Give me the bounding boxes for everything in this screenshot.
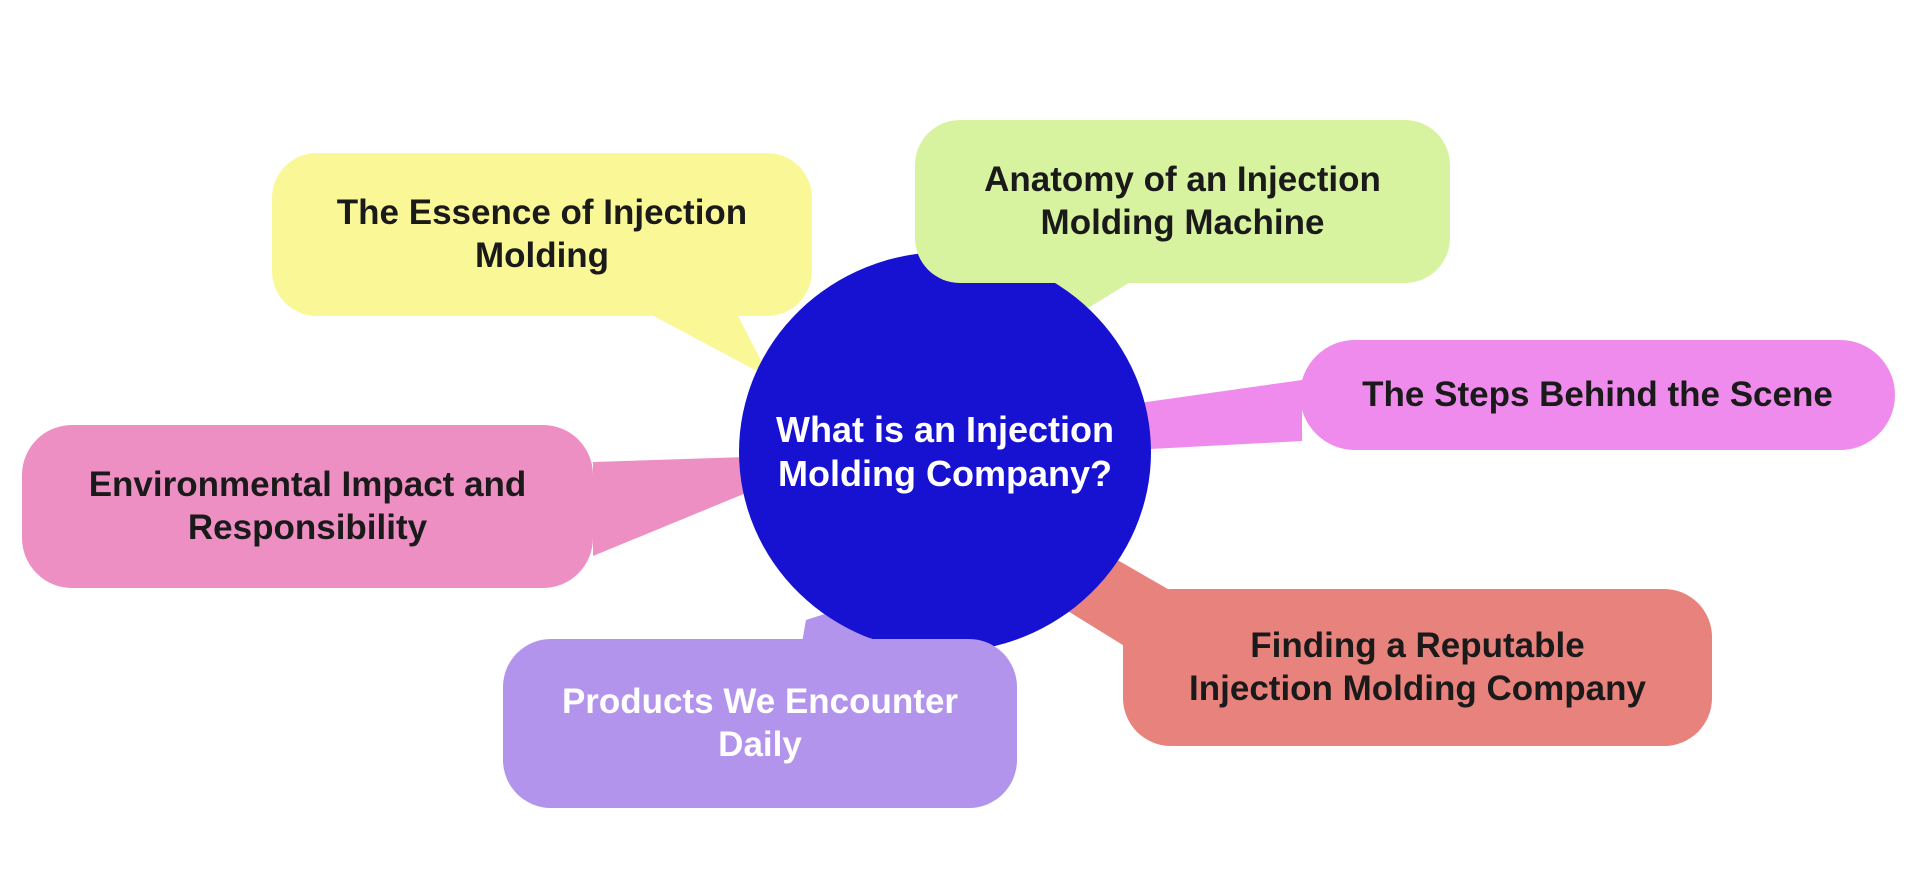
- essence-label-line2: Molding: [474, 235, 610, 275]
- environment-label-line2: Responsibility: [187, 507, 428, 547]
- essence-label-line1: The Essence of Injection: [336, 192, 748, 232]
- node-shape-steps[interactable]: [1300, 340, 1895, 450]
- node-label-finding[interactable]: Finding a Reputable Injection Molding Co…: [1123, 589, 1712, 746]
- node-label-anatomy[interactable]: Anatomy of an Injection Molding Machine: [915, 120, 1450, 283]
- node-label-products[interactable]: Products We Encounter Daily: [503, 639, 1017, 808]
- environment-label-line1: Environmental Impact and: [88, 464, 527, 504]
- steps-label-line1: The Steps Behind the Scene: [1362, 374, 1833, 414]
- node-label-essence[interactable]: The Essence of Injection Molding: [272, 153, 812, 316]
- products-label-line2: Daily: [718, 724, 802, 764]
- connector-steps: [1132, 380, 1302, 450]
- node-shape-essence[interactable]: [272, 153, 812, 316]
- anatomy-label-line2: Molding Machine: [1040, 202, 1325, 242]
- products-label-line1: Products We Encounter: [561, 681, 959, 721]
- center-label-line2: Molding Company?: [778, 453, 1112, 494]
- center-label-line1: What is an Injection: [775, 409, 1115, 451]
- connector-environment: [593, 457, 746, 556]
- connector-essence: [650, 314, 770, 378]
- node-shape-anatomy[interactable]: [915, 120, 1450, 283]
- finding-label-line2: Injection Molding Company: [1189, 668, 1646, 708]
- node-shapes: [22, 120, 1895, 808]
- node-label-environment[interactable]: Environmental Impact and Responsibility: [22, 425, 593, 588]
- node-shape-environment[interactable]: [22, 425, 593, 588]
- node-shape-products[interactable]: [503, 639, 1017, 808]
- node-shape-finding[interactable]: [1123, 589, 1712, 746]
- center-node-label[interactable]: What is an Injection Molding Company?: [739, 252, 1151, 652]
- finding-label-line1: Finding a Reputable: [1250, 625, 1585, 665]
- node-label-steps[interactable]: The Steps Behind the Scene: [1300, 340, 1895, 450]
- anatomy-label-line1: Anatomy of an Injection: [984, 159, 1381, 199]
- center-node-shape[interactable]: [739, 252, 1151, 652]
